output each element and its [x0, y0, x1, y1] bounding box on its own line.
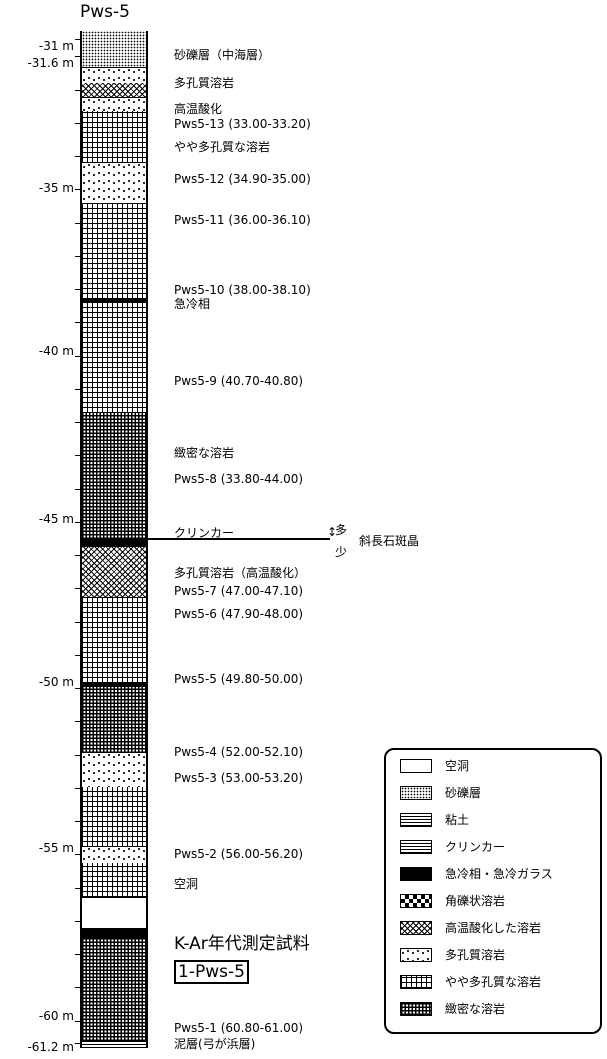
- legend-label: 急冷相・急冷ガラス: [445, 867, 553, 881]
- plagioclase-less-label: 少: [335, 545, 348, 559]
- layer-vesicular: [82, 98, 146, 111]
- annotation: Pws5-2 (56.00-56.20): [174, 847, 304, 861]
- layer-oxidized-vesicular: [82, 547, 146, 597]
- layer-chilled-margin: [82, 683, 146, 687]
- annotation: Pws5-6 (47.90-48.00): [174, 607, 304, 621]
- layer-slightly-vesicular: [82, 303, 146, 413]
- annotation: 急冷相: [174, 297, 211, 311]
- legend-label: 多孔質溶岩: [445, 948, 506, 962]
- annotation: Pws5-11 (36.00-36.10): [174, 213, 311, 227]
- annotation: 砂礫層（中海層）: [174, 48, 271, 62]
- plagioclase-label: 斜長石斑晶: [359, 534, 420, 548]
- legend-label: 空洞: [445, 759, 470, 773]
- annotation: やや多孔質な溶岩: [174, 140, 271, 154]
- void-swatch: [400, 759, 432, 773]
- glass-swatch: [400, 867, 432, 881]
- layer-dense: [82, 413, 146, 539]
- annotation: Pws5-4 (52.00-52.10): [174, 745, 304, 759]
- depth-label: -61.2 m: [27, 1040, 74, 1054]
- depth-label: -60 m: [38, 1009, 74, 1023]
- depth-label: -45 m: [38, 512, 74, 526]
- kar-sample-id: 1-Pws-5: [174, 960, 249, 984]
- up-down-arrow-icon: ↕: [327, 525, 338, 539]
- oxidized-swatch: [400, 921, 432, 935]
- legend-label: 角礫状溶岩: [445, 894, 506, 908]
- layer-vesicular: [82, 163, 146, 203]
- layer-slightly-vesicular: [82, 863, 146, 897]
- depth-label: -31 m: [38, 39, 74, 53]
- layer-chilled-margin: [82, 929, 146, 939]
- dense-swatch: [400, 1002, 432, 1016]
- breccia-swatch: [400, 894, 432, 908]
- clinker-swatch: [400, 840, 432, 854]
- layer-slightly-vesicular: [82, 597, 146, 683]
- annotation: Pws5-5 (49.80-50.00): [174, 672, 304, 686]
- sand-swatch: [400, 786, 432, 800]
- depth-label: -55 m: [38, 841, 74, 855]
- annotation: Pws5-8 (33.80-44.00): [174, 472, 304, 486]
- layer-vesicular: [82, 847, 146, 863]
- annotation: Pws5-10 (38.00-38.10): [174, 283, 311, 297]
- annotation: Pws5-12 (34.90-35.00): [174, 172, 311, 186]
- layer-sand-gravel: [82, 31, 146, 67]
- legend-label: やや多孔質な溶岩: [445, 975, 542, 989]
- annotation: 高温酸化: [174, 102, 223, 116]
- diagram-title: Pws-5: [80, 2, 130, 22]
- layer-void: [82, 897, 146, 929]
- layer-slightly-vesicular: [82, 111, 146, 163]
- layer-slightly-vesicular: [82, 787, 146, 847]
- layer-clinker: [82, 539, 146, 547]
- layer-vesicular: [82, 753, 146, 787]
- annotation: 空洞: [174, 877, 199, 891]
- legend-label: クリンカー: [445, 840, 506, 854]
- depth-label: -50 m: [38, 675, 74, 689]
- lithologic-column: [75, 31, 148, 1048]
- layer-slightly-vesicular: [82, 203, 146, 299]
- legend-label: 砂礫層: [445, 786, 482, 800]
- annotation: 多孔質溶岩: [174, 76, 235, 90]
- legend-label: 緻密な溶岩: [445, 1002, 506, 1016]
- layer-vesicular: [82, 68, 146, 83]
- legend-label: 高温酸化した溶岩: [445, 921, 542, 935]
- annotation: クリンカー: [174, 526, 235, 540]
- legend-label: 粘土: [445, 813, 470, 827]
- legend: 空洞 砂礫層 粘土 クリンカー 急冷相・急冷ガラス 角礫状溶岩 高温酸化した溶岩…: [384, 748, 602, 1034]
- annotation: 泥層(弓が浜層): [174, 1037, 256, 1051]
- plagioclase-boundary-line: [148, 538, 330, 540]
- annotation: Pws5-1 (60.80-61.00): [174, 1021, 304, 1035]
- annotation: Pws5-9 (40.70-40.80): [174, 374, 304, 388]
- depth-label: -31.6 m: [27, 56, 74, 70]
- vesicular-swatch: [400, 948, 432, 962]
- annotation: Pws5-7 (47.00-47.10): [174, 584, 304, 598]
- slightly-vesicular-swatch: [400, 975, 432, 989]
- layer-dense: [82, 687, 146, 753]
- annotation: 緻密な溶岩: [174, 446, 235, 460]
- plagioclase-more-label: 多: [335, 523, 348, 537]
- clay-swatch: [400, 813, 432, 827]
- layer-mud: [82, 1041, 146, 1048]
- depth-label: -40 m: [38, 344, 74, 358]
- annotation: Pws5-3 (53.00-53.20): [174, 771, 304, 785]
- layer-dense: [82, 939, 146, 1041]
- layer-oxidized: [82, 83, 146, 97]
- annotation: 多孔質溶岩（高温酸化）: [174, 566, 307, 580]
- depth-label: -35 m: [38, 181, 74, 195]
- annotation: Pws5-13 (33.00-33.20): [174, 117, 311, 131]
- layer-chilled-margin: [82, 299, 146, 303]
- kar-sample-heading: K-Ar年代測定試料: [174, 934, 310, 954]
